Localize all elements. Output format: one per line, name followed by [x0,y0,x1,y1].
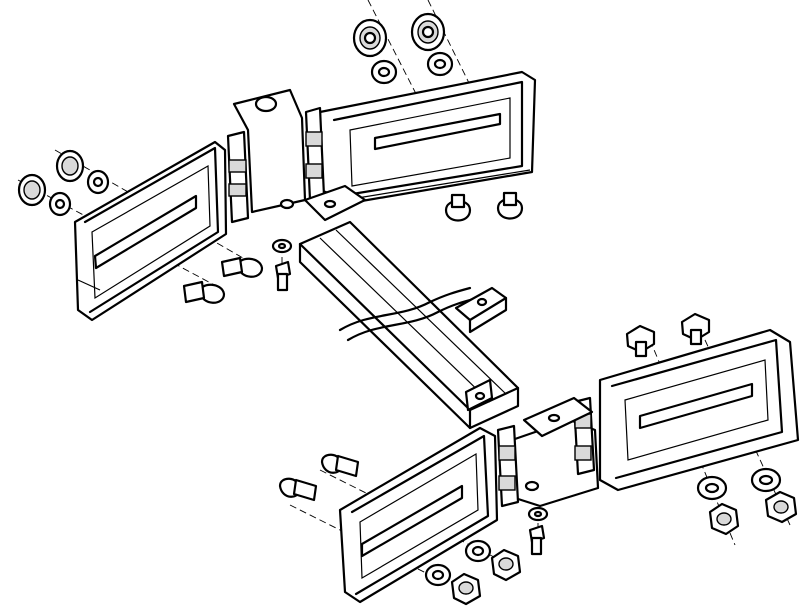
hinge-plate-top [226,88,367,224]
mounting-bracket-left [73,140,228,322]
rail-channel [298,220,520,430]
hex-nut [450,490,798,606]
washer [48,51,782,587]
small-screw [274,260,711,556]
hinge-plate-bottom [496,396,600,508]
mounting-bracket-bottom-left [338,426,499,604]
flange-nut [17,12,446,207]
clamp-clip [454,286,508,334]
mounting-bracket-bottom-right [598,328,800,492]
mounting-bracket-top [318,70,537,205]
carriage-bolt [182,191,524,502]
